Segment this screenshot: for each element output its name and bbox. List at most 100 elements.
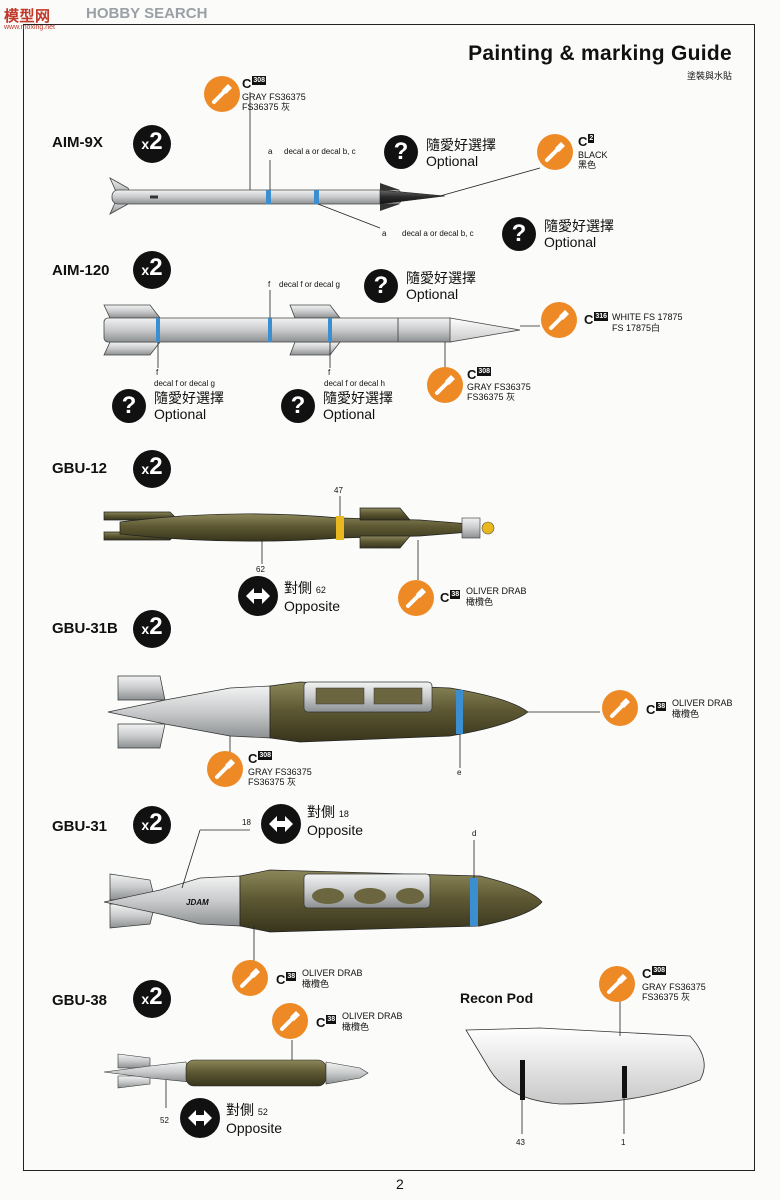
- recon-color-cn: FS36375 灰: [642, 992, 691, 1002]
- recon-callout-43: 43: [516, 1138, 525, 1147]
- aim120-optional-en-1: Optional: [406, 286, 459, 302]
- opposite-arrow-icon: [261, 804, 301, 844]
- aim120-decal-f3: f: [328, 368, 331, 377]
- aim120-optional-cn-2: 隨愛好選擇: [154, 390, 224, 406]
- paint-brush-icon: [204, 76, 240, 112]
- gbu12-callout-47: 47: [334, 486, 343, 495]
- aim120-gray-cn: FS36375 灰: [467, 392, 516, 402]
- gbu38-color-name: OLIVER DRAB: [342, 1011, 403, 1021]
- gbu12-drawing: [103, 496, 495, 580]
- gbu31b-color1-cn: 橄欖色: [672, 709, 700, 719]
- aim120-optional-en-2: Optional: [154, 406, 207, 422]
- gbu38-opposite-en: Opposite: [226, 1120, 283, 1136]
- opposite-arrow-icon: [180, 1098, 220, 1138]
- aim9x-decal-ab1: decal a or decal b, c: [284, 147, 356, 156]
- gbu12-color-name: OLIVER DRAB: [466, 586, 527, 596]
- gbu31b-color2-name: GRAY FS36375: [248, 767, 312, 777]
- aim9x-drawing: [109, 92, 541, 229]
- aim9x-optional-en-1: Optional: [426, 153, 479, 169]
- question-icon: ?: [281, 389, 315, 423]
- aim9x-decal-ab2: decal a or decal b, c: [402, 229, 474, 238]
- aim120-decal-f1: f: [268, 280, 271, 289]
- aim120-decal-fh: decal f or decal h: [324, 379, 385, 388]
- aim120-optional-cn-1: 隨愛好選擇: [406, 270, 476, 286]
- aim120-optional-en-3: Optional: [323, 406, 376, 422]
- gbu31-label: GBU-31: [52, 818, 108, 835]
- gbu38-opposite-cn: 對側 52: [226, 1102, 268, 1118]
- gbu12-color-cn: 橄欖色: [466, 597, 494, 607]
- aim9x-color1-name: GRAY FS36375: [242, 92, 306, 102]
- gbu31-opposite-cn: 對側 18: [307, 804, 349, 820]
- recon-pod-label: Recon Pod: [460, 990, 534, 1006]
- gbu31-decal-d: d: [472, 829, 477, 838]
- gbu12-callout-62: 62: [256, 565, 265, 574]
- gbu38-callout-52: 52: [160, 1116, 169, 1125]
- gbu38-color-cn: 橄欖色: [342, 1022, 370, 1032]
- page-subtitle: 塗裝與水貼: [686, 71, 732, 81]
- gbu12-label: GBU-12: [52, 460, 108, 477]
- opposite-arrow-icon: [238, 576, 278, 616]
- question-icon: ?: [112, 389, 146, 423]
- paint-brush-icon: [602, 690, 638, 726]
- aim9x-decal-a2: a: [382, 229, 387, 238]
- page-number: 2: [396, 1176, 404, 1192]
- recon-pod-drawing: [465, 1000, 705, 1134]
- aim9x-optional-cn-2: 隨愛好選擇: [544, 218, 614, 234]
- aim120-decal-fg1: decal f or decal g: [279, 280, 340, 289]
- gbu31-color-cn: 橄欖色: [302, 979, 330, 989]
- aim9x-optional-cn-1: 隨愛好選擇: [426, 137, 496, 153]
- paint-brush-icon: [232, 960, 268, 996]
- gbu31b-drawing: [107, 675, 600, 768]
- watermark-search: HOBBY SEARCH: [86, 5, 208, 22]
- gbu38-label: GBU-38: [52, 992, 108, 1009]
- gbu31-callout-18: 18: [242, 818, 251, 827]
- gbu12-opposite-cn: 對側 62: [284, 580, 326, 596]
- recon-callout-1: 1: [621, 1138, 626, 1147]
- paint-brush-icon: [207, 751, 243, 787]
- paint-brush-icon: [537, 134, 573, 170]
- watermark-brand: 模型网: [4, 8, 51, 25]
- page-frame: [23, 24, 755, 1171]
- aim120-decal-fg2: decal f or decal g: [154, 379, 215, 388]
- recon-color-name: GRAY FS36375: [642, 982, 706, 992]
- paint-brush-icon: [541, 302, 577, 338]
- paint-brush-icon: [427, 367, 463, 403]
- gbu31b-color2-cn: FS36375 灰: [248, 777, 297, 787]
- aim9x-decal-a1: a: [268, 147, 273, 156]
- paint-brush-icon: [272, 1003, 308, 1039]
- question-icon: ?: [502, 217, 536, 251]
- aim9x-color2-cn: 黑色: [578, 160, 597, 170]
- aim9x-optional-en-2: Optional: [544, 234, 597, 250]
- gbu31-color-name: OLIVER DRAB: [302, 968, 363, 978]
- gbu31b-decal-e: e: [457, 768, 462, 777]
- watermark-site: www.moxing.net: [4, 24, 55, 31]
- question-icon: ?: [364, 269, 398, 303]
- gbu31b-color1-name: OLIVER DRAB: [672, 698, 733, 708]
- aim120-white-name: WHITE FS 17875: [612, 312, 683, 322]
- gbu12-opposite-en: Opposite: [284, 598, 341, 614]
- gbu31-opposite-en: Opposite: [307, 822, 364, 838]
- question-icon: ?: [384, 135, 418, 169]
- aim9x-color2-name: BLACK: [578, 150, 608, 160]
- paint-brush-icon: [599, 966, 635, 1002]
- gbu31-jdam-marking: JDAM: [186, 898, 209, 907]
- aim120-drawing: [103, 290, 540, 370]
- aim120-gray-name: GRAY FS36375: [467, 382, 531, 392]
